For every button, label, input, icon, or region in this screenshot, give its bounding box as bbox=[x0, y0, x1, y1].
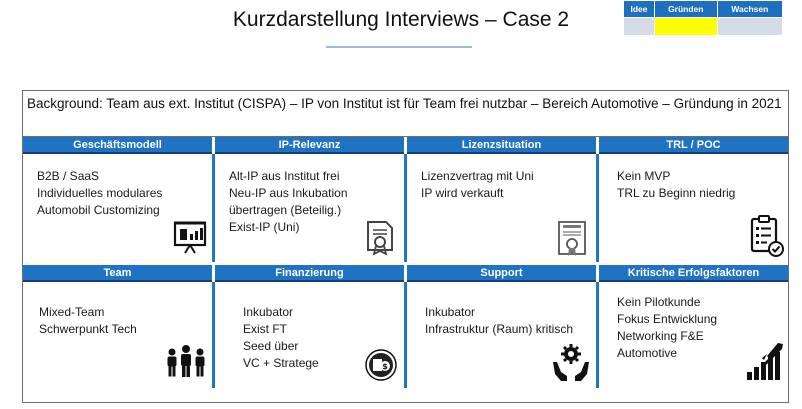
section-line: Inkubator bbox=[243, 305, 294, 319]
section-line: Individuelles modulares bbox=[37, 186, 163, 200]
section-line: Schwerpunkt Tech bbox=[39, 322, 137, 336]
case-board: Background: Team aus ext. Institut (CISP… bbox=[22, 90, 789, 403]
section-line: Exist FT bbox=[243, 322, 287, 336]
section-header-ip-relevanz: IP-Relevanz bbox=[215, 137, 404, 154]
section-line: Networking F&E bbox=[617, 329, 704, 343]
hands-gear-icon bbox=[553, 344, 589, 381]
section-line: Neu-IP aus Inkubation bbox=[229, 186, 348, 200]
section-line: Seed über bbox=[243, 339, 299, 353]
section-header-geschaeftsmodell: Geschäftsmodell bbox=[23, 137, 212, 154]
section-line: Automobil Customizing bbox=[37, 203, 160, 217]
section-support: Inkubator Infrastruktur (Raum) kritisch bbox=[407, 282, 599, 388]
svg-text:$: $ bbox=[382, 362, 388, 371]
section-line: B2B / SaaS bbox=[37, 169, 100, 183]
section-line: Lizenzvertrag mit Uni bbox=[421, 169, 534, 183]
section-header-kritische-erfolgsfaktoren: Kritische Erfolgsfaktoren bbox=[599, 265, 788, 282]
background-summary: Background: Team aus ext. Institut (CISP… bbox=[23, 91, 788, 137]
section-line: Kein MVP bbox=[617, 169, 671, 183]
section-header-support: Support bbox=[407, 265, 596, 282]
title-underline bbox=[326, 46, 472, 48]
presentation-chart-icon bbox=[173, 221, 207, 254]
phase-marker-wachsen bbox=[716, 17, 784, 36]
section-line: Alt-IP aus Institut frei bbox=[229, 169, 340, 183]
clipboard-check-icon bbox=[750, 215, 784, 257]
section-header-team: Team bbox=[23, 265, 212, 282]
rocket-growth-chart-icon bbox=[747, 343, 783, 380]
phase-indicator: Idee Gründen Wachsen bbox=[623, 0, 784, 36]
phase-label-wachsen: Wachsen bbox=[716, 0, 784, 18]
license-document-icon bbox=[558, 221, 586, 256]
section-line: Inkubator bbox=[425, 305, 476, 319]
section-line: TRL zu Beginn niedrig bbox=[617, 186, 736, 200]
phase-label-gruenden: Gründen bbox=[653, 0, 718, 18]
section-header-trl-poc: TRL / POC bbox=[599, 137, 788, 154]
page-title: Kurzdarstellung Interviews – Case 2 bbox=[232, 8, 570, 31]
section-line: Infrastruktur (Raum) kritisch bbox=[425, 322, 574, 336]
section-line: übertragen (Beteilig.) bbox=[229, 203, 342, 217]
section-kritische-erfolgsfaktoren: Kein Pilotkunde Fokus Entwicklung Networ… bbox=[599, 282, 788, 388]
phase-marker-gruenden-active bbox=[653, 17, 718, 36]
section-line: Exist-IP (Uni) bbox=[229, 220, 300, 234]
team-people-icon bbox=[167, 345, 205, 377]
section-geschaeftsmodell: B2B / SaaS Individuelles modulares Autom… bbox=[23, 154, 215, 262]
section-header-finanzierung: Finanzierung bbox=[215, 265, 404, 282]
phase-marker-idee bbox=[623, 17, 655, 36]
section-finanzierung: Inkubator Exist FT Seed über VC + Strate… bbox=[215, 282, 407, 388]
section-header-lizenzsituation: Lizenzsituation bbox=[407, 137, 596, 154]
money-coin-icon: $ bbox=[365, 349, 397, 381]
section-line: Kein Pilotkunde bbox=[617, 295, 701, 309]
section-line: IP wird verkauft bbox=[421, 186, 504, 200]
section-line: Automotive bbox=[617, 346, 678, 360]
phase-label-idee: Idee bbox=[623, 0, 655, 18]
certificate-icon bbox=[367, 221, 393, 256]
section-line: Mixed-Team bbox=[39, 305, 105, 319]
section-line: VC + Stratege bbox=[243, 356, 319, 370]
section-line: Fokus Entwicklung bbox=[617, 312, 718, 326]
section-team: Mixed-Team Schwerpunkt Tech bbox=[23, 282, 215, 388]
section-lizenzsituation: Lizenzvertrag mit Uni IP wird verkauft bbox=[407, 154, 599, 262]
section-ip-relevanz: Alt-IP aus Institut frei Neu-IP aus Inku… bbox=[215, 154, 407, 262]
section-trl-poc: Kein MVP TRL zu Beginn niedrig bbox=[599, 154, 788, 262]
